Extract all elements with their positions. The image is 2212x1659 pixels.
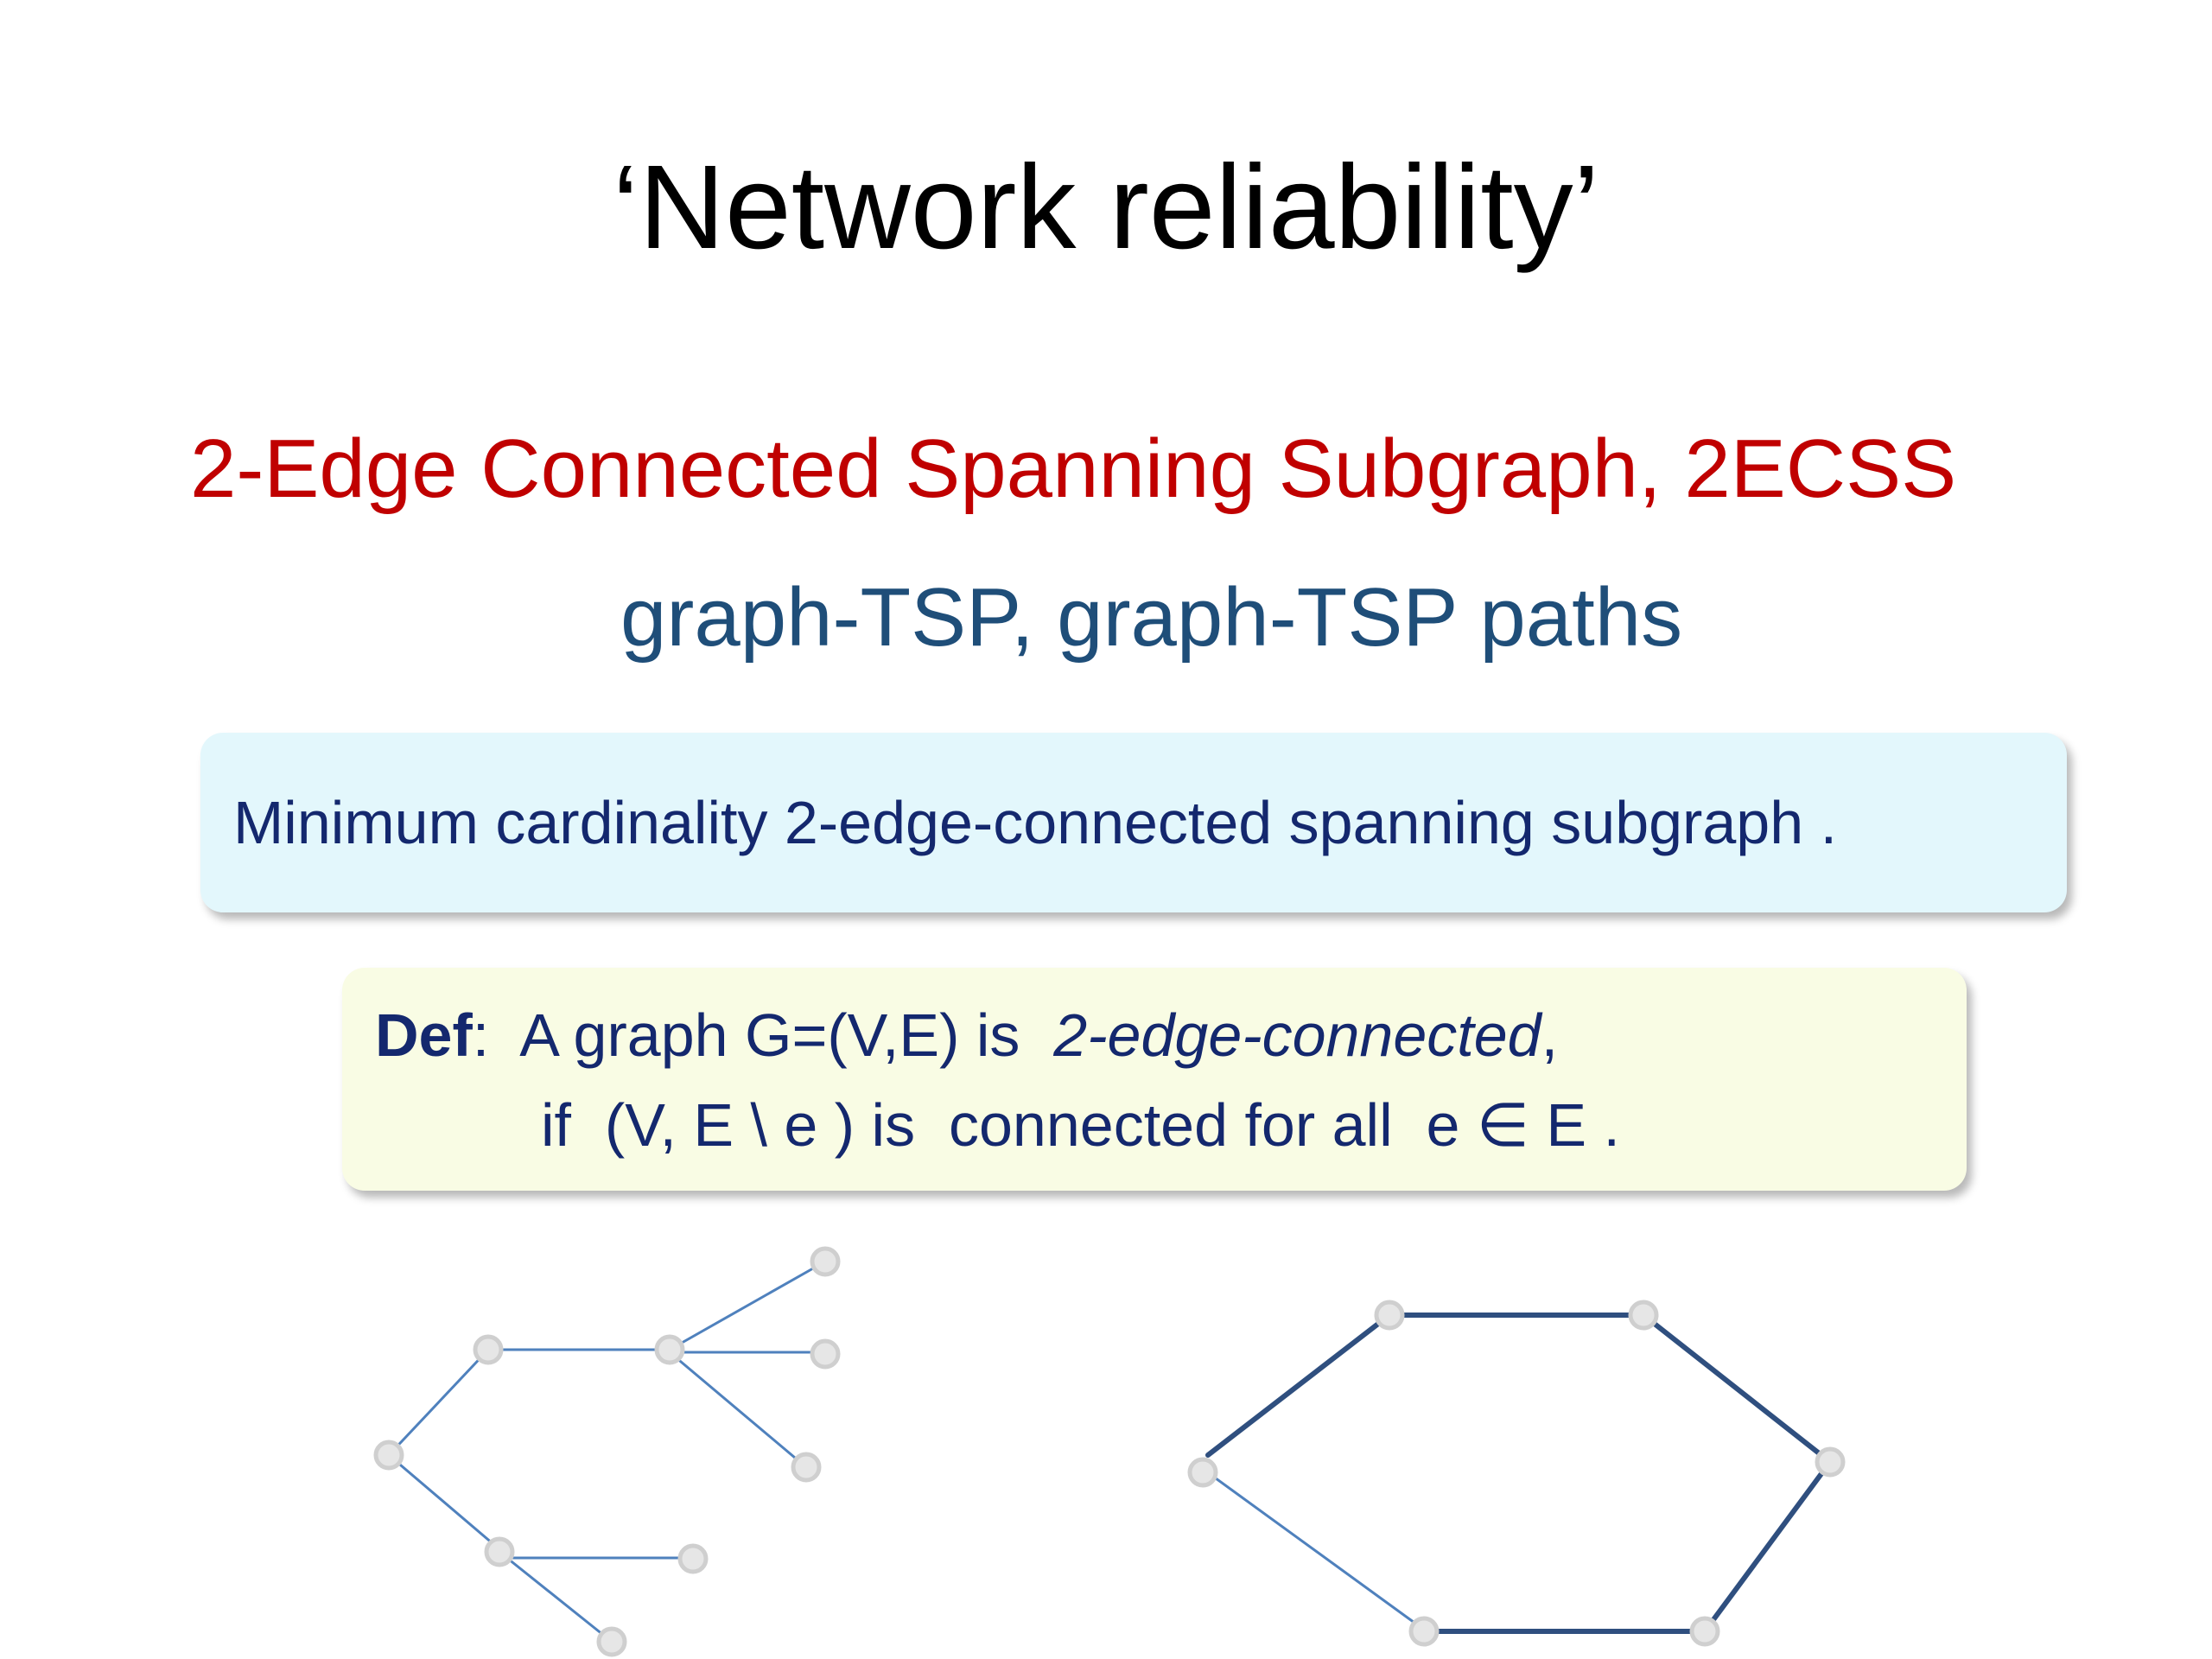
tree-node xyxy=(596,1626,627,1657)
tree-edge xyxy=(669,1351,807,1469)
tree-edge xyxy=(387,1348,490,1457)
tree-node xyxy=(484,1536,515,1567)
problem-box: Minimum cardinality 2-edge-connected spa… xyxy=(200,733,2067,912)
problem-text: Minimum cardinality 2-edge-connected spa… xyxy=(233,789,1838,856)
cycle-node xyxy=(1187,1457,1218,1488)
tree-node xyxy=(791,1452,822,1483)
definition-line-1: Def: A graph G=(V,E) is 2-edge-connected… xyxy=(375,999,1558,1071)
cycle-edge xyxy=(1202,1467,1425,1631)
tree-edge xyxy=(499,1550,613,1643)
tree-edge xyxy=(388,1453,500,1551)
cycle-node xyxy=(1374,1300,1405,1331)
tree-node xyxy=(810,1246,841,1277)
cycle-edge xyxy=(1641,1313,1833,1465)
slide-title: ‘Network reliability’ xyxy=(612,141,1600,274)
tree-node xyxy=(654,1334,685,1365)
definition-term: 2-edge-connected xyxy=(1053,1001,1541,1069)
definition-label: Def xyxy=(375,1001,473,1069)
tree-node xyxy=(810,1338,841,1370)
cycle-node xyxy=(1689,1616,1720,1647)
cycle-edge xyxy=(1205,1313,1392,1458)
subtitle-2ecss: 2-Edge Connected Spanning Subgraph, 2ECS… xyxy=(190,423,1957,515)
tree-edge xyxy=(669,1260,826,1351)
tree-node xyxy=(473,1334,504,1365)
cycle-edge xyxy=(1702,1459,1833,1634)
definition-line-1-end: , xyxy=(1541,1001,1559,1069)
cycle-node xyxy=(1628,1300,1659,1331)
definition-box: Def: A graph G=(V,E) is 2-edge-connected… xyxy=(342,968,1967,1191)
tree-graph xyxy=(373,1246,841,1657)
subtitle-graph-tsp: graph-TSP, graph-TSP paths xyxy=(620,571,1683,664)
definition-line-2: if (V, E \ e ) is connected for all e ∈ … xyxy=(541,1091,1620,1159)
cycle-graph xyxy=(1187,1300,1846,1647)
tree-node xyxy=(373,1440,404,1471)
tree-node xyxy=(677,1543,709,1574)
cycle-node xyxy=(1815,1446,1846,1478)
definition-line-1-text: : A graph G=(V,E) is xyxy=(472,1001,1054,1069)
cycle-node xyxy=(1408,1616,1440,1647)
